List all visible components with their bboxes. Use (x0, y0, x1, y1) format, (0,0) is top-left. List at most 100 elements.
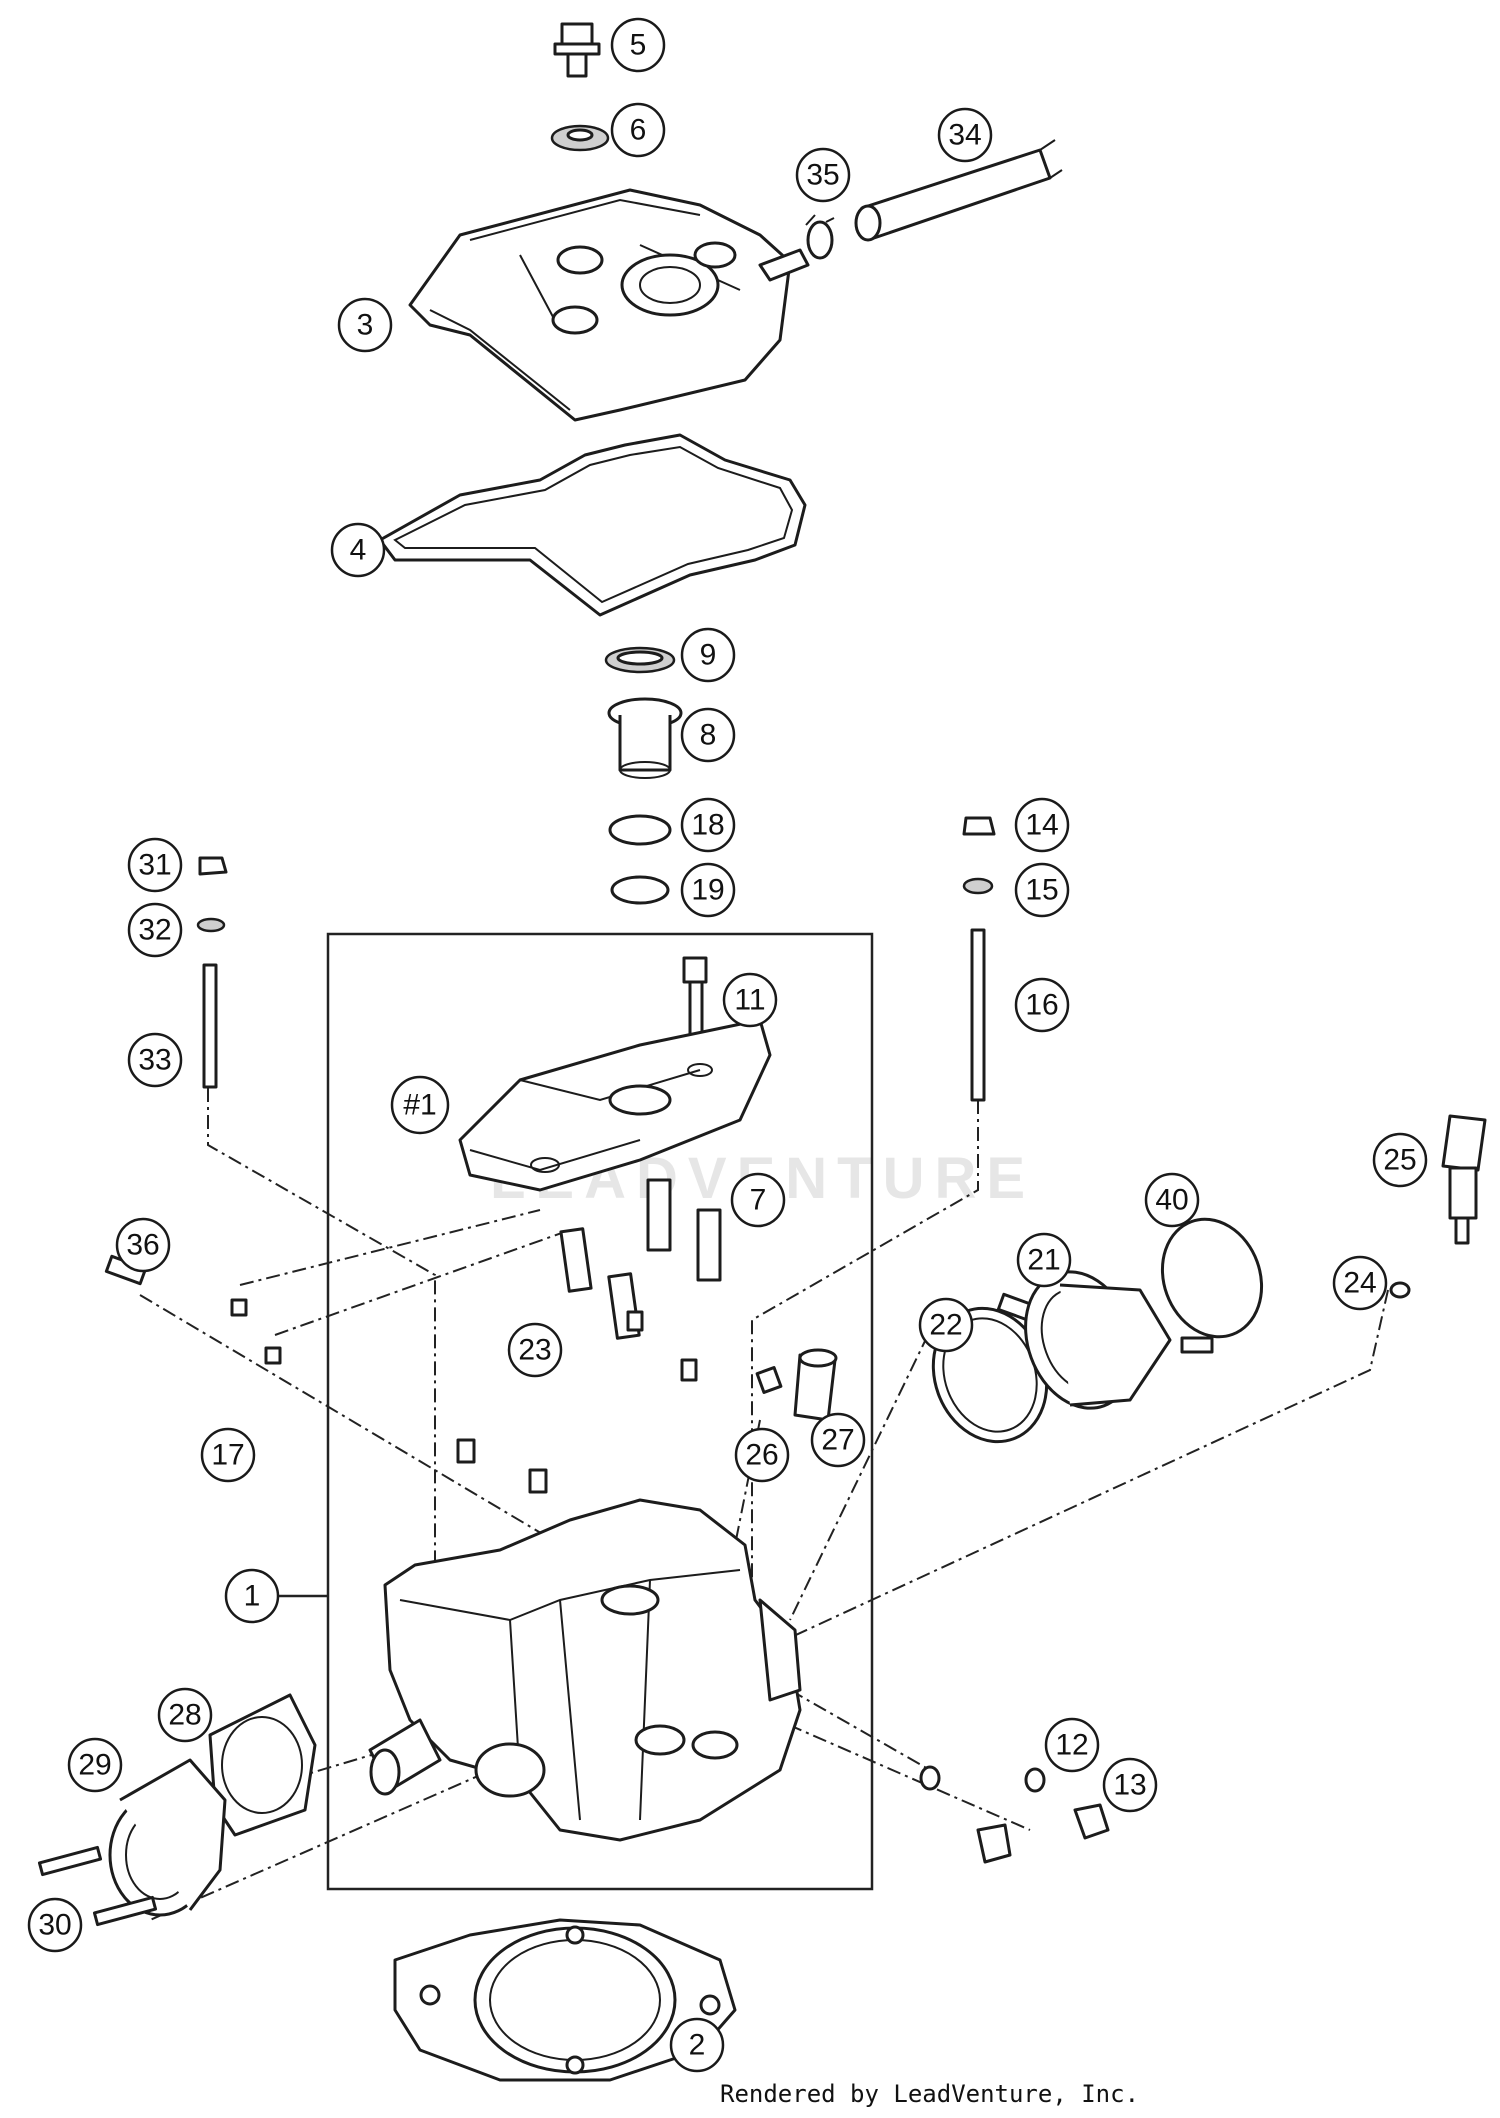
screw-plug-17a (230, 1298, 248, 1317)
svg-text:35: 35 (806, 159, 839, 192)
callout-1: 1 (224, 1568, 280, 1624)
callout-6: 6 (610, 102, 666, 158)
svg-text:16: 16 (1025, 989, 1058, 1022)
svg-text:9: 9 (700, 639, 717, 672)
callout-21: 21 (1016, 1232, 1072, 1288)
callout-33: 33 (127, 1032, 183, 1088)
dowel-pins (456, 1310, 698, 1494)
cylinder-head (368, 1498, 802, 1842)
o-ring-19 (610, 875, 670, 905)
valve-cover (408, 188, 810, 422)
camshaft-bearing-bridge (458, 1018, 772, 1192)
intake-flange (1024, 1270, 1172, 1410)
exhaust-flange (108, 1758, 227, 1917)
callout-32: 32 (127, 902, 183, 958)
callout-27: 27 (810, 1412, 866, 1468)
hose-clamp-40 (1160, 1217, 1264, 1354)
svg-text:#1: #1 (403, 1089, 436, 1122)
cylinder-head-gasket (393, 1918, 737, 2082)
callout-24: 24 (1332, 1255, 1388, 1311)
svg-text:11: 11 (734, 984, 765, 1017)
svg-text:13: 13 (1113, 1769, 1146, 1802)
screw-plug-13 (976, 1803, 1110, 1864)
callout-8: 8 (680, 707, 736, 763)
callout-17: 17 (200, 1427, 256, 1483)
callout-13: 13 (1102, 1757, 1158, 1813)
svg-text:28: 28 (168, 1699, 201, 1732)
callout-29: 29 (67, 1737, 123, 1793)
svg-text:36: 36 (126, 1229, 159, 1262)
svg-text:23: 23 (518, 1334, 551, 1367)
o-ring-18 (608, 814, 672, 846)
svg-text:5: 5 (630, 29, 647, 62)
svg-text:15: 15 (1025, 874, 1058, 907)
svg-text:26: 26 (745, 1439, 778, 1472)
callout-15: 15 (1014, 862, 1070, 918)
callout-18: 18 (680, 797, 736, 853)
svg-text:40: 40 (1155, 1184, 1188, 1217)
callout-36: 36 (115, 1217, 171, 1273)
svg-text:1: 1 (244, 1580, 261, 1613)
seal-ring-12b (919, 1765, 941, 1791)
temperature-sensor-25 (1441, 1114, 1487, 1245)
breather-hose (854, 139, 1063, 242)
cylinder-head-assembly-frame (326, 932, 874, 1891)
callout-9: 9 (680, 627, 736, 683)
callout-12: 12 (1044, 1717, 1100, 1773)
svg-text:7: 7 (750, 1184, 767, 1217)
callout-14: 14 (1014, 797, 1070, 853)
svg-text:19: 19 (691, 874, 724, 907)
svg-text:3: 3 (357, 309, 374, 342)
plug-cap (607, 697, 683, 779)
callout-7: 7 (730, 1172, 786, 1228)
callout-5: 5 (610, 17, 666, 73)
spark-plug-shaft-27 (793, 1348, 838, 1422)
callout-4: 4 (330, 522, 386, 578)
callout-26: 26 (734, 1427, 790, 1483)
svg-text:6: 6 (630, 114, 647, 147)
svg-text:33: 33 (138, 1044, 171, 1077)
callout-34: 34 (937, 107, 993, 163)
seal-ring-24 (1389, 1281, 1411, 1299)
valve-cover-bolt (553, 22, 601, 78)
callout-11: 11 (722, 972, 778, 1028)
seal-ring-12 (1024, 1767, 1046, 1793)
svg-text:30: 30 (38, 1909, 71, 1942)
callout-30: 30 (27, 1897, 83, 1953)
valve-cover-gasket (378, 433, 807, 617)
callout-28: 28 (157, 1687, 213, 1743)
callout-3: 3 (337, 297, 393, 353)
svg-text:8: 8 (700, 719, 717, 752)
exhaust-flange-screws (37, 1845, 158, 1927)
svg-text:2: 2 (689, 2029, 706, 2062)
callout-25: 25 (1372, 1132, 1428, 1188)
exhaust-flange-gasket (208, 1693, 317, 1837)
callout-19: 19 (680, 862, 736, 918)
callout-40: 40 (1144, 1172, 1200, 1228)
screw-plug-17b (264, 1346, 282, 1365)
svg-text:27: 27 (821, 1424, 854, 1457)
callout-2: 2 (669, 2017, 725, 2073)
callout-23: 23 (507, 1322, 563, 1378)
svg-text:22: 22 (929, 1309, 962, 1342)
svg-text:32: 32 (138, 914, 171, 947)
callout-22: 22 (918, 1297, 974, 1353)
svg-text:4: 4 (350, 534, 367, 567)
svg-text:12: 12 (1055, 1729, 1088, 1762)
svg-text:29: 29 (78, 1749, 111, 1782)
svg-text:21: 21 (1027, 1244, 1060, 1277)
svg-text:17: 17 (211, 1439, 244, 1472)
svg-text:24: 24 (1343, 1267, 1376, 1300)
callout-35: 35 (795, 147, 851, 203)
svg-text:18: 18 (691, 809, 724, 842)
svg-text:25: 25 (1383, 1144, 1416, 1177)
svg-text:34: 34 (948, 119, 981, 152)
svg-text:31: 31 (138, 849, 171, 882)
sleeve-26 (755, 1366, 783, 1394)
hose-clamp (805, 214, 835, 260)
callout-hash1: #1 (390, 1075, 450, 1135)
left-stud-nut-washer (196, 856, 228, 1089)
callout-16: 16 (1014, 977, 1070, 1033)
footer-credit: Rendered by LeadVenture, Inc. (720, 2080, 1140, 2108)
